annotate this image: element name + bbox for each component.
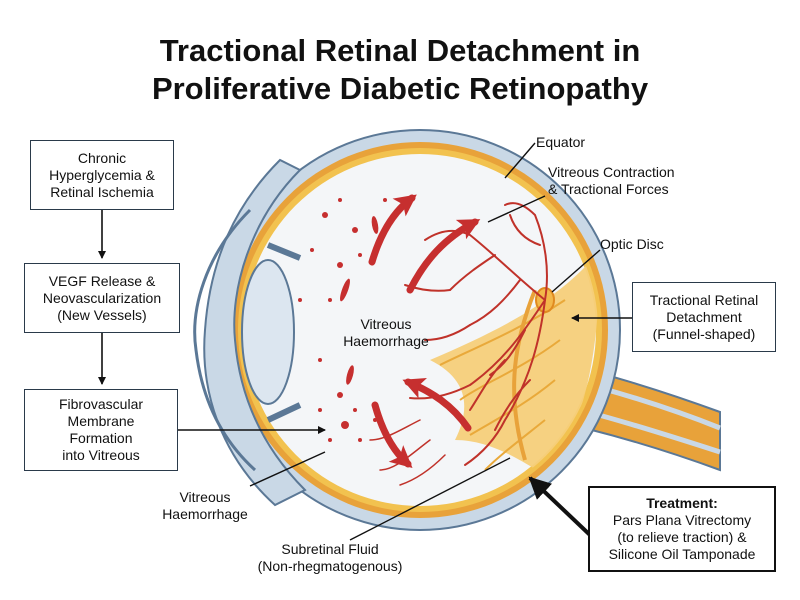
flow-membrane-line-4: into Vitreous (62, 447, 140, 463)
haem-center-line-2: Haemorrhage (343, 333, 429, 349)
subretinal-line-2: (Non-rhegmatogenous) (257, 558, 403, 574)
optic-disc-text: Optic Disc (600, 236, 664, 252)
contraction-line-1: Vitreous Contraction (548, 164, 675, 180)
leader-equator (504, 142, 536, 179)
trd-line-1: Tractional Retinal (649, 291, 759, 308)
flow-box-ischemia: Chronic Hyperglycemia & Retinal Ischemia (30, 140, 174, 210)
flow-ischemia-line-1: Chronic (77, 149, 127, 166)
title-line-2: Proliferative Diabetic Retinopathy (151, 71, 649, 106)
label-subretinal-fluid: Subretinal Fluid (Non-rhegmatogenous) (250, 541, 410, 575)
haem-lower-line-1: Vitreous (179, 489, 231, 505)
iris (266, 242, 302, 423)
leader-subretinal (349, 457, 511, 541)
retinal-vessels (404, 202, 548, 466)
label-equator: Equator (536, 134, 585, 151)
anterior-segment (203, 158, 307, 507)
trd-line-2: Detachment (666, 308, 742, 325)
leader-contraction (487, 195, 546, 223)
trd-line-3: (Funnel-shaped) (652, 325, 756, 342)
treatment-heading: Treatment: (646, 495, 718, 511)
flow-vegf-line-3: (New Vessels) (57, 306, 147, 323)
contraction-line-2: & Tractional Forces (548, 181, 669, 197)
label-vitreous-haemorrhage-center: Vitreous Haemorrhage (336, 316, 436, 350)
flow-membrane-line-1: Fibrovascular (58, 396, 144, 412)
haem-center-line-1: Vitreous (360, 316, 412, 332)
treatment-box: Treatment: Pars Plana Vitrectomy (to rel… (588, 486, 776, 572)
traction-arrows (368, 194, 481, 468)
title-line-1: Tractional Retinal Detachment in (159, 33, 641, 68)
flow-vegf-line-2: Neovascularization (42, 289, 162, 306)
flow-membrane-line-2: Membrane (67, 413, 135, 429)
lens (241, 259, 295, 405)
trd-box: Tractional Retinal Detachment (Funnel-sh… (632, 282, 776, 352)
flow-ischemia-line-2: Hyperglycemia & (49, 166, 155, 183)
flow-box-vegf: VEGF Release & Neovascularization (New V… (24, 263, 180, 333)
leader-optic-disc (551, 249, 601, 293)
flow-ischemia-line-3: Retinal Ischemia (50, 183, 154, 200)
cornea (193, 208, 257, 472)
leader-haem-lower (249, 451, 326, 487)
subretinal-line-1: Subretinal Fluid (281, 541, 379, 557)
haem-lower-line-2: Haemorrhage (162, 506, 248, 522)
flow-box-membrane: Fibrovascular Membrane Formation into Vi… (24, 389, 178, 471)
flow-vegf-line-1: VEGF Release & (48, 272, 156, 289)
diagram-title: Tractional Retinal Detachment in Prolife… (0, 32, 800, 108)
treatment-line-1: Pars Plana Vitrectomy (612, 512, 752, 528)
label-vitreous-contraction: Vitreous Contraction & Tractional Forces (548, 164, 675, 198)
treatment-line-2: (to relieve traction) & (617, 529, 747, 545)
equator-text: Equator (536, 134, 586, 150)
label-vitreous-haemorrhage-lower: Vitreous Haemorrhage (150, 489, 260, 523)
flow-membrane-line-3: Formation (69, 430, 133, 446)
treatment-line-3: Silicone Oil Tamponade (608, 546, 756, 562)
treatment-pointer (528, 476, 592, 537)
label-optic-disc: Optic Disc (600, 236, 664, 253)
detached-retina (512, 289, 537, 461)
